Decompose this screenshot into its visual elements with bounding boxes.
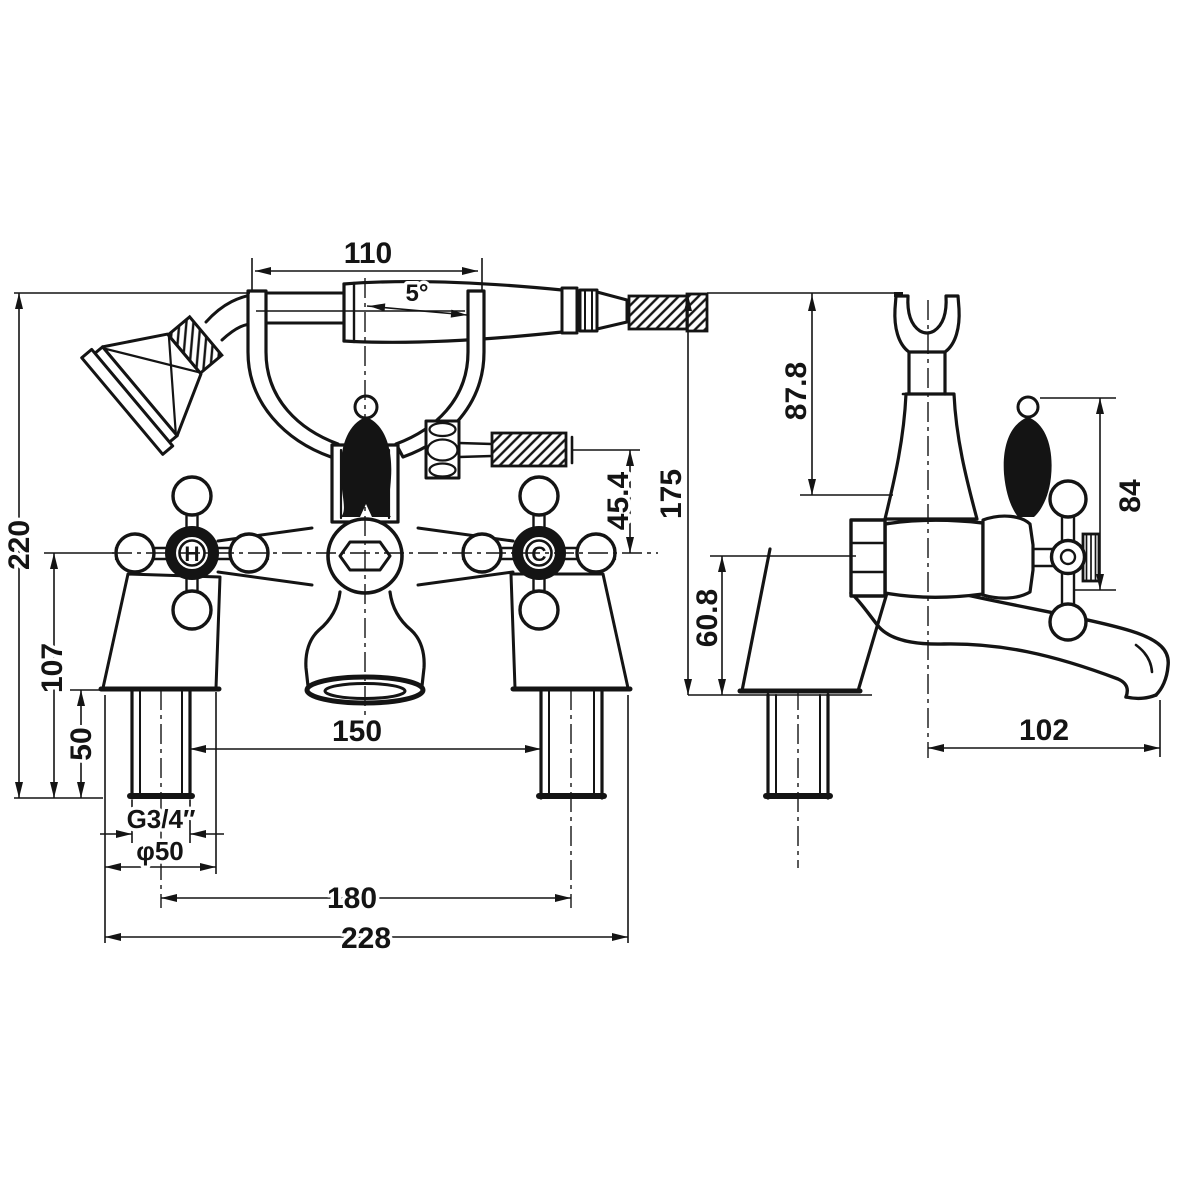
body-arms (216, 526, 515, 587)
shower-head (80, 314, 224, 456)
dim-5deg-label: 5° (406, 280, 429, 307)
head-collar-thread (166, 314, 224, 376)
handset-grip (342, 279, 709, 344)
lever-side (1003, 417, 1052, 517)
dim-cradle-drop: 87.8 (777, 293, 893, 496)
dim-flange-diameter: φ50 (105, 692, 217, 874)
dim-spout-reach: 102 (928, 700, 1161, 757)
dim-107-label: 107 (36, 643, 69, 693)
dim-g34-label: G3/4″ (127, 804, 196, 834)
dim-handset-angle: 5° (256, 277, 468, 319)
handset-nut (578, 288, 599, 333)
fork-tip-tick (894, 292, 903, 297)
dim-outlet-drop: 45.4 (572, 449, 640, 553)
dim-220-label: 220 (3, 520, 36, 570)
dim-handset-length: 110 (251, 234, 483, 290)
dim-228-label: 228 (341, 922, 391, 955)
dim-shank-thread: G3/4″ (100, 800, 224, 843)
side-body (849, 514, 1057, 600)
dim-inlet-spacing: 150 (190, 712, 541, 753)
handset-fork (893, 294, 961, 354)
dim-centre-to-base: 60.8 (688, 555, 856, 695)
shower-hose-end (685, 292, 709, 333)
dim-lever-height: 84 (1040, 397, 1151, 591)
dim-shank-length: 50 (62, 690, 102, 798)
centerlines (112, 278, 929, 908)
dim-overall-height-side: 175 (652, 295, 692, 695)
cold-letter: C (531, 543, 546, 566)
cradle (883, 292, 979, 521)
dim-102-label: 102 (1019, 714, 1069, 747)
dim-110-label: 110 (344, 237, 392, 270)
dim-87.8-label: 87.8 (780, 362, 813, 420)
dim-180-label: 180 (327, 882, 377, 915)
hose-outlet (424, 419, 574, 480)
dim-centre-height: 107 (33, 553, 73, 798)
lever-highlight (360, 504, 372, 517)
shower-hose (627, 294, 689, 331)
dim-45.4-label: 45.4 (602, 471, 635, 530)
diverter-knob (353, 394, 379, 420)
dim-84-label: 84 (1114, 479, 1147, 513)
handset-tube (253, 291, 346, 325)
side-view (688, 292, 1170, 800)
leg-left (98, 572, 222, 800)
side-spout (849, 591, 1170, 701)
dim-overall-width: 228 (104, 695, 629, 959)
front-view: H C (80, 279, 709, 800)
wall-nut (849, 518, 887, 598)
dim-overall-height-front: 220 (0, 293, 40, 798)
handset-cone (595, 290, 629, 331)
dimensions: 110 5° 45.4 220 (0, 234, 1161, 959)
dim-phi50-label: φ50 (136, 836, 184, 866)
diverter-lever-front (340, 417, 392, 517)
dim-hole-centres: 180 (161, 879, 571, 919)
dim-150-label: 150 (332, 715, 382, 748)
lever-knob-side (1016, 395, 1040, 419)
valve-bonnet (981, 514, 1035, 600)
dim-175-label: 175 (655, 469, 688, 519)
cross-handle-side (1048, 479, 1101, 642)
handle-cold: C (461, 475, 617, 631)
hot-letter: H (184, 543, 199, 566)
dim-60.8-label: 60.8 (691, 589, 724, 647)
dim-50-label: 50 (65, 727, 98, 760)
